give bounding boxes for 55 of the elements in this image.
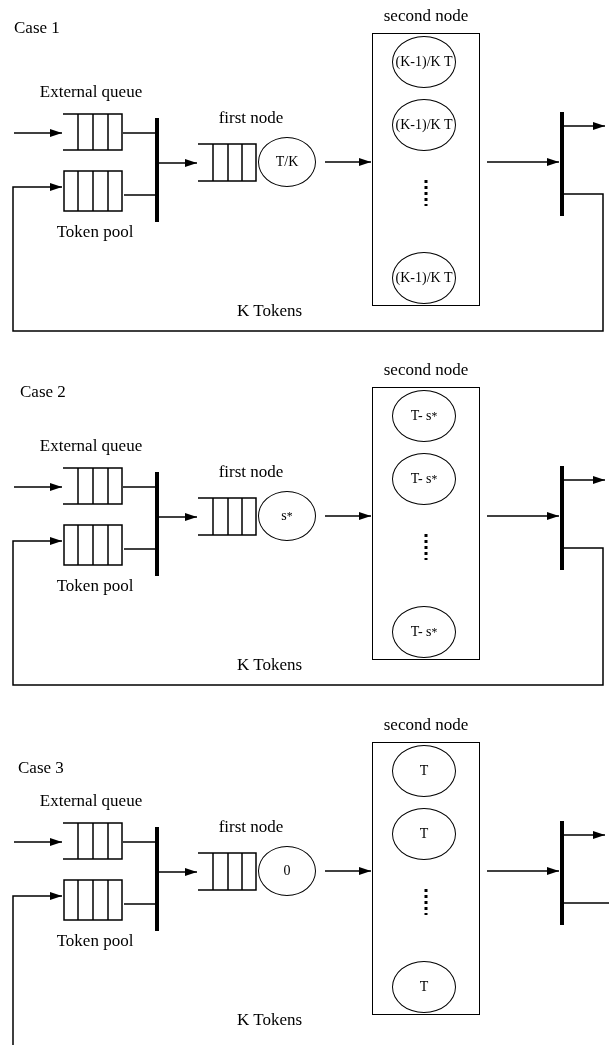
queue-label: first node (217, 817, 285, 837)
arrow (13, 838, 63, 846)
queue-label: External queue (38, 436, 144, 456)
connector-line (123, 194, 156, 196)
queue-label: Token pool (55, 222, 135, 242)
queue-label: Token pool (55, 931, 135, 951)
arrow (13, 129, 63, 137)
server-circle: T (392, 745, 456, 797)
sync-bar (155, 827, 159, 931)
sync-bar (155, 118, 159, 222)
connector-line (122, 486, 156, 488)
arrow (158, 868, 198, 876)
text-label: Case 1 (14, 18, 60, 38)
arrow (158, 159, 198, 167)
node-heading: second node (382, 715, 470, 735)
arrow (12, 892, 63, 1045)
arrow (486, 158, 560, 166)
arrow (12, 537, 604, 686)
arrow (563, 831, 606, 839)
text-label: Case 3 (18, 758, 64, 778)
server-circle: (K-1)/K T (392, 252, 456, 304)
arrow (13, 483, 63, 491)
connector-line (122, 132, 156, 134)
connector-line (123, 903, 156, 905)
node-heading: second node (382, 6, 470, 26)
queue-label: first node (217, 462, 285, 482)
queue-label: External queue (38, 82, 144, 102)
sync-bar (560, 466, 564, 570)
text-label: K Tokens (237, 1010, 303, 1030)
connector-line (563, 902, 609, 904)
queue-label: External queue (38, 791, 144, 811)
queue-label: Token pool (55, 576, 135, 596)
server-circle: T/K (258, 137, 316, 187)
arrow (486, 867, 560, 875)
node-heading: second node (382, 360, 470, 380)
server-circle: (K-1)/K T (392, 99, 456, 151)
arrow (486, 512, 560, 520)
server-circle: (K-1)/K T (392, 36, 456, 88)
arrow (324, 158, 372, 166)
text-label: Case 2 (20, 382, 66, 402)
connector-line (123, 548, 156, 550)
sync-bar (155, 472, 159, 576)
sync-bar (560, 821, 564, 925)
server-circle: 0 (258, 846, 316, 896)
server-circle: T (392, 961, 456, 1013)
arrow (324, 512, 372, 520)
connector-line (122, 841, 156, 843)
arrow (324, 867, 372, 875)
sync-bar (560, 112, 564, 216)
arrow (12, 183, 604, 332)
arrow (563, 476, 606, 484)
queue-label: first node (217, 108, 285, 128)
arrow (158, 513, 198, 521)
arrow (563, 122, 606, 130)
server-circle: T (392, 808, 456, 860)
